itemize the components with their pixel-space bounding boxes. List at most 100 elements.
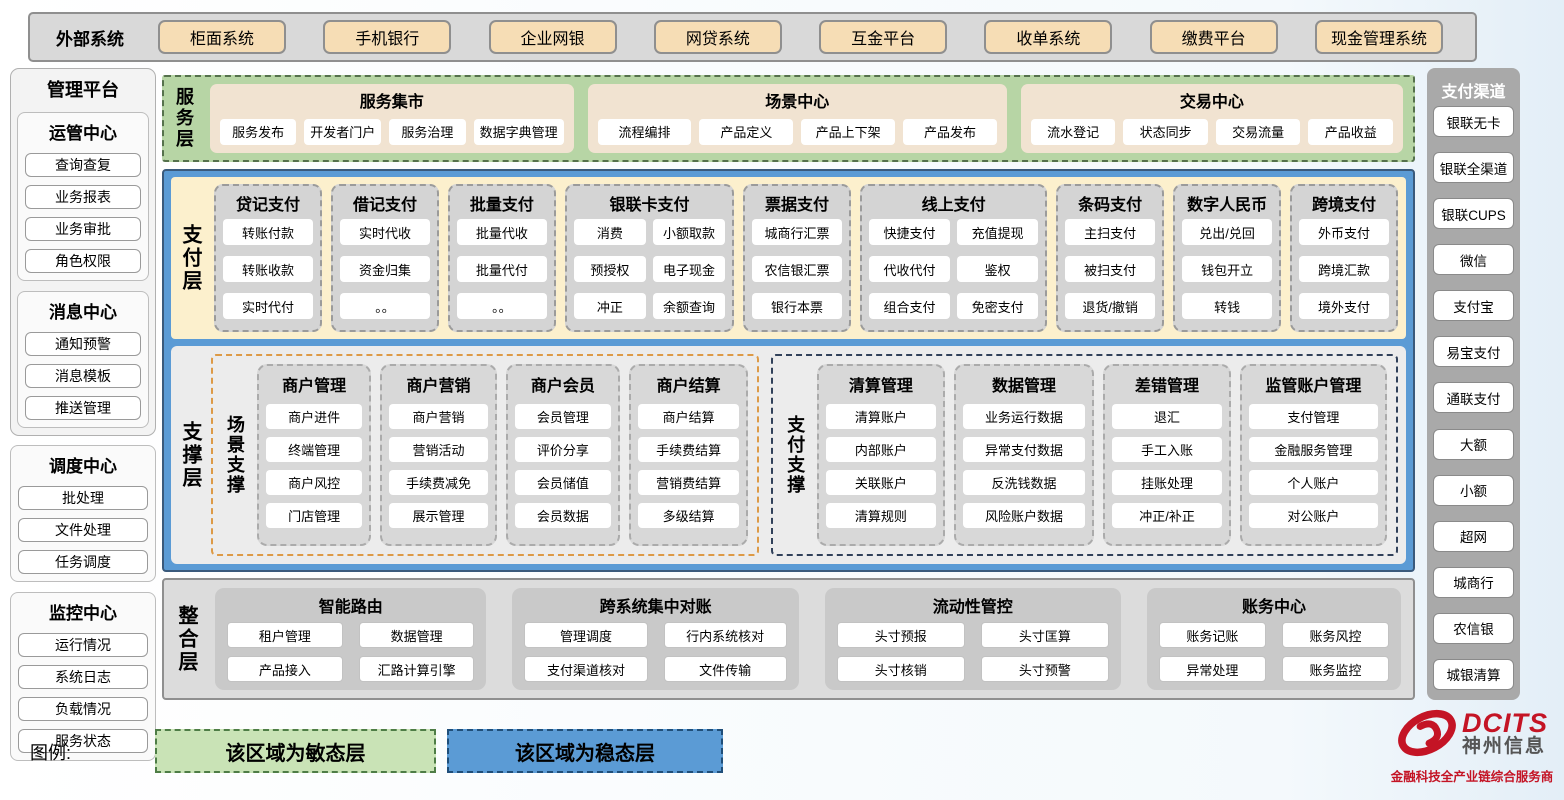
management-button[interactable]: 消息模板 bbox=[25, 364, 141, 388]
payment-button[interactable]: 余额查询 bbox=[653, 293, 725, 319]
service-button[interactable]: 产品收益 bbox=[1308, 119, 1393, 145]
payment-button[interactable]: 跨境汇款 bbox=[1299, 256, 1389, 282]
payment-button[interactable]: 批量代收 bbox=[457, 219, 547, 245]
payment-button[interactable]: 。。 bbox=[340, 293, 430, 319]
integration-button[interactable]: 头寸匡算 bbox=[981, 622, 1109, 648]
payment-button[interactable]: 实时代付 bbox=[223, 293, 313, 319]
channel-button[interactable]: 小额 bbox=[1433, 475, 1514, 506]
integration-button[interactable]: 账务监控 bbox=[1282, 656, 1389, 682]
channel-button[interactable]: 支付宝 bbox=[1433, 290, 1514, 321]
support-button[interactable]: 异常支付数据 bbox=[963, 437, 1086, 462]
integration-button[interactable]: 产品接入 bbox=[227, 656, 343, 682]
external-system-button[interactable]: 手机银行 bbox=[323, 20, 451, 54]
support-button[interactable]: 多级结算 bbox=[638, 503, 739, 528]
support-button[interactable]: 展示管理 bbox=[389, 503, 487, 528]
service-button[interactable]: 产品上下架 bbox=[801, 119, 895, 145]
payment-button[interactable]: 预授权 bbox=[574, 256, 646, 282]
management-button[interactable]: 批处理 bbox=[18, 486, 148, 510]
service-button[interactable]: 数据字典管理 bbox=[474, 119, 564, 145]
external-system-button[interactable]: 柜面系统 bbox=[158, 20, 286, 54]
payment-button[interactable]: 兑出/兑回 bbox=[1182, 219, 1272, 245]
support-button[interactable]: 冲正/补正 bbox=[1112, 503, 1221, 528]
external-system-button[interactable]: 现金管理系统 bbox=[1315, 20, 1443, 54]
support-button[interactable]: 营销费结算 bbox=[638, 470, 739, 495]
service-button[interactable]: 产品定义 bbox=[699, 119, 793, 145]
management-button[interactable]: 角色权限 bbox=[25, 249, 141, 273]
support-button[interactable]: 退汇 bbox=[1112, 404, 1221, 429]
payment-button[interactable]: 资金归集 bbox=[340, 256, 430, 282]
payment-button[interactable]: 转账付款 bbox=[223, 219, 313, 245]
support-button[interactable]: 商户营销 bbox=[389, 404, 487, 429]
external-system-button[interactable]: 企业网银 bbox=[489, 20, 617, 54]
support-button[interactable]: 商户结算 bbox=[638, 404, 739, 429]
integration-button[interactable]: 文件传输 bbox=[664, 656, 787, 682]
management-button[interactable]: 文件处理 bbox=[18, 518, 148, 542]
payment-button[interactable]: 钱包开立 bbox=[1182, 256, 1272, 282]
integration-button[interactable]: 汇路计算引擎 bbox=[359, 656, 475, 682]
integration-button[interactable]: 账务风控 bbox=[1282, 622, 1389, 648]
management-button[interactable]: 推送管理 bbox=[25, 396, 141, 420]
channel-button[interactable]: 农信银 bbox=[1433, 613, 1514, 644]
external-system-button[interactable]: 网贷系统 bbox=[654, 20, 782, 54]
support-button[interactable]: 支付管理 bbox=[1249, 404, 1378, 429]
external-system-button[interactable]: 收单系统 bbox=[984, 20, 1112, 54]
payment-button[interactable]: 被扫支付 bbox=[1065, 256, 1155, 282]
service-button[interactable]: 服务发布 bbox=[220, 119, 296, 145]
integration-button[interactable]: 头寸预报 bbox=[837, 622, 965, 648]
support-button[interactable]: 挂账处理 bbox=[1112, 470, 1221, 495]
payment-button[interactable]: 转账收款 bbox=[223, 256, 313, 282]
support-button[interactable]: 商户进件 bbox=[266, 404, 362, 429]
payment-button[interactable]: 充值提现 bbox=[957, 219, 1038, 245]
support-button[interactable]: 个人账户 bbox=[1249, 470, 1378, 495]
management-button[interactable]: 运行情况 bbox=[18, 633, 148, 657]
management-button[interactable]: 系统日志 bbox=[18, 665, 148, 689]
service-button[interactable]: 产品发布 bbox=[903, 119, 997, 145]
payment-button[interactable]: 转钱 bbox=[1182, 293, 1272, 319]
support-button[interactable]: 金融服务管理 bbox=[1249, 437, 1378, 462]
management-button[interactable]: 查询查复 bbox=[25, 153, 141, 177]
service-button[interactable]: 流程编排 bbox=[598, 119, 692, 145]
support-button[interactable]: 手续费减免 bbox=[389, 470, 487, 495]
integration-button[interactable]: 头寸核销 bbox=[837, 656, 965, 682]
management-button[interactable]: 业务报表 bbox=[25, 185, 141, 209]
payment-button[interactable]: 小额取款 bbox=[653, 219, 725, 245]
management-button[interactable]: 业务审批 bbox=[25, 217, 141, 241]
integration-button[interactable]: 数据管理 bbox=[359, 622, 475, 648]
channel-button[interactable]: 银联CUPS bbox=[1433, 198, 1514, 229]
channel-button[interactable]: 银联无卡 bbox=[1433, 106, 1514, 137]
support-button[interactable]: 清算规则 bbox=[826, 503, 935, 528]
channel-button[interactable]: 城商行 bbox=[1433, 567, 1514, 598]
support-button[interactable]: 营销活动 bbox=[389, 437, 487, 462]
support-button[interactable]: 手工入账 bbox=[1112, 437, 1221, 462]
integration-button[interactable]: 头寸预警 bbox=[981, 656, 1109, 682]
service-button[interactable]: 流水登记 bbox=[1031, 119, 1116, 145]
channel-button[interactable]: 微信 bbox=[1433, 244, 1514, 275]
payment-button[interactable]: 消费 bbox=[574, 219, 646, 245]
payment-button[interactable]: 电子现金 bbox=[653, 256, 725, 282]
support-button[interactable]: 会员管理 bbox=[515, 404, 611, 429]
payment-button[interactable]: 主扫支付 bbox=[1065, 219, 1155, 245]
integration-button[interactable]: 行内系统核对 bbox=[664, 622, 787, 648]
support-button[interactable]: 风险账户数据 bbox=[963, 503, 1086, 528]
channel-button[interactable]: 城银清算 bbox=[1433, 659, 1514, 690]
support-button[interactable]: 评价分享 bbox=[515, 437, 611, 462]
external-system-button[interactable]: 互金平台 bbox=[819, 20, 947, 54]
support-button[interactable]: 手续费结算 bbox=[638, 437, 739, 462]
support-button[interactable]: 清算账户 bbox=[826, 404, 935, 429]
support-button[interactable]: 会员储值 bbox=[515, 470, 611, 495]
support-button[interactable]: 反洗钱数据 bbox=[963, 470, 1086, 495]
support-button[interactable]: 业务运行数据 bbox=[963, 404, 1086, 429]
integration-button[interactable]: 账务记账 bbox=[1159, 622, 1266, 648]
support-button[interactable]: 对公账户 bbox=[1249, 503, 1378, 528]
integration-button[interactable]: 租户管理 bbox=[227, 622, 343, 648]
support-button[interactable]: 商户风控 bbox=[266, 470, 362, 495]
channel-button[interactable]: 超网 bbox=[1433, 521, 1514, 552]
channel-button[interactable]: 银联全渠道 bbox=[1433, 152, 1514, 183]
payment-button[interactable]: 银行本票 bbox=[752, 293, 842, 319]
payment-button[interactable]: 实时代收 bbox=[340, 219, 430, 245]
integration-button[interactable]: 支付渠道核对 bbox=[524, 656, 647, 682]
support-button[interactable]: 终端管理 bbox=[266, 437, 362, 462]
channel-button[interactable]: 通联支付 bbox=[1433, 382, 1514, 413]
service-button[interactable]: 交易流量 bbox=[1216, 119, 1301, 145]
payment-button[interactable]: 组合支付 bbox=[869, 293, 950, 319]
